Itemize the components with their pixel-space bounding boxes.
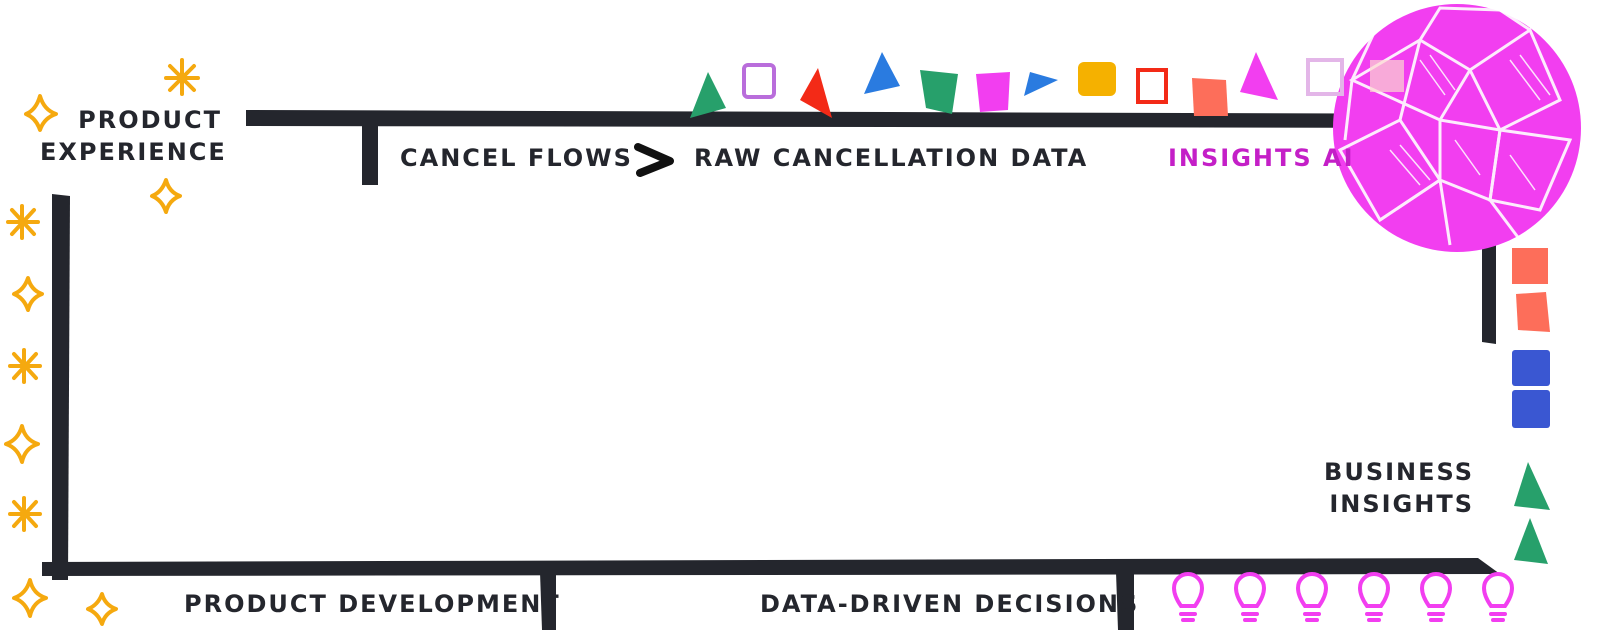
coral-square-icon	[1516, 292, 1550, 332]
label-product-experience: PRODUCT EXPERIENCE	[40, 104, 227, 168]
shape-row-top	[690, 52, 1404, 118]
insights-ai-globe-icon	[1333, 4, 1581, 252]
label-product-experience-line1: PRODUCT	[78, 106, 222, 134]
label-product-development: PRODUCT DEVELOPMENT	[184, 590, 561, 618]
label-business-insights-line2: INSIGHTS	[1329, 490, 1474, 518]
bottom-tick-decisions	[1116, 572, 1134, 630]
top-line	[246, 110, 1500, 128]
red-square-outline-icon	[1136, 68, 1168, 104]
left-line	[52, 194, 70, 580]
lightbulb-icon	[1171, 572, 1205, 622]
arrow-chevron-icon	[634, 143, 674, 177]
asterisk-icon	[8, 348, 42, 384]
lightbulb-icon	[1233, 572, 1267, 622]
asterisk-icon	[6, 204, 40, 240]
lavender-square-outline-icon	[742, 63, 776, 99]
label-data-driven-decisions: DATA-DRIVEN DECISIONS	[760, 590, 1140, 618]
bottom-line	[42, 558, 1500, 576]
lightbulbs	[1171, 572, 1515, 622]
green-square-icon	[920, 70, 958, 114]
frame-lines	[42, 102, 1500, 630]
orange-square-icon	[1078, 62, 1116, 96]
navy-square-icon	[1512, 350, 1550, 386]
peach-faded-square-icon	[1370, 60, 1404, 92]
coral-square-icon	[1512, 248, 1548, 284]
green-triangle-icon	[690, 72, 726, 118]
label-business-insights: BUSINESS INSIGHTS	[1300, 456, 1474, 520]
sparkle-icon	[150, 178, 182, 214]
shape-column-right	[1512, 248, 1550, 564]
green-triangle-icon	[1514, 462, 1550, 510]
lavender-faded-square-icon	[1306, 58, 1344, 96]
sparkle-icon	[86, 592, 118, 626]
asterisk-icon	[164, 58, 200, 96]
top-tick-cancel	[362, 124, 378, 185]
sparkle-icon	[24, 94, 58, 132]
lightbulb-icon	[1419, 572, 1453, 622]
red-triangle-icon	[800, 68, 832, 118]
sparkle-icon	[4, 424, 40, 464]
navy-square-icon	[1512, 390, 1550, 428]
label-raw-cancellation-data: RAW CANCELLATION DATA	[694, 144, 1089, 172]
sparkle-icon	[12, 276, 44, 312]
bottom-tick-product-dev	[540, 572, 556, 630]
blue-small-triangle-icon	[1024, 72, 1058, 96]
label-business-insights-line1: BUSINESS	[1324, 458, 1474, 486]
label-insights-ai: INSIGHTS AI	[1168, 144, 1355, 172]
sparkle-icon	[12, 578, 48, 618]
lightbulb-icon	[1295, 572, 1329, 622]
lightbulb-icon	[1481, 572, 1515, 622]
magenta-triangle-icon	[1240, 52, 1278, 100]
coral-square-icon	[1192, 78, 1228, 116]
green-triangle-icon	[1514, 518, 1548, 564]
sparkles	[4, 58, 200, 626]
lightbulb-icon	[1357, 572, 1391, 622]
label-product-experience-line2: EXPERIENCE	[40, 138, 227, 166]
asterisk-icon	[8, 496, 42, 532]
magenta-square-icon	[976, 72, 1010, 112]
label-cancel-flows: CANCEL FLOWS	[400, 144, 633, 172]
blue-triangle-icon	[864, 52, 900, 94]
